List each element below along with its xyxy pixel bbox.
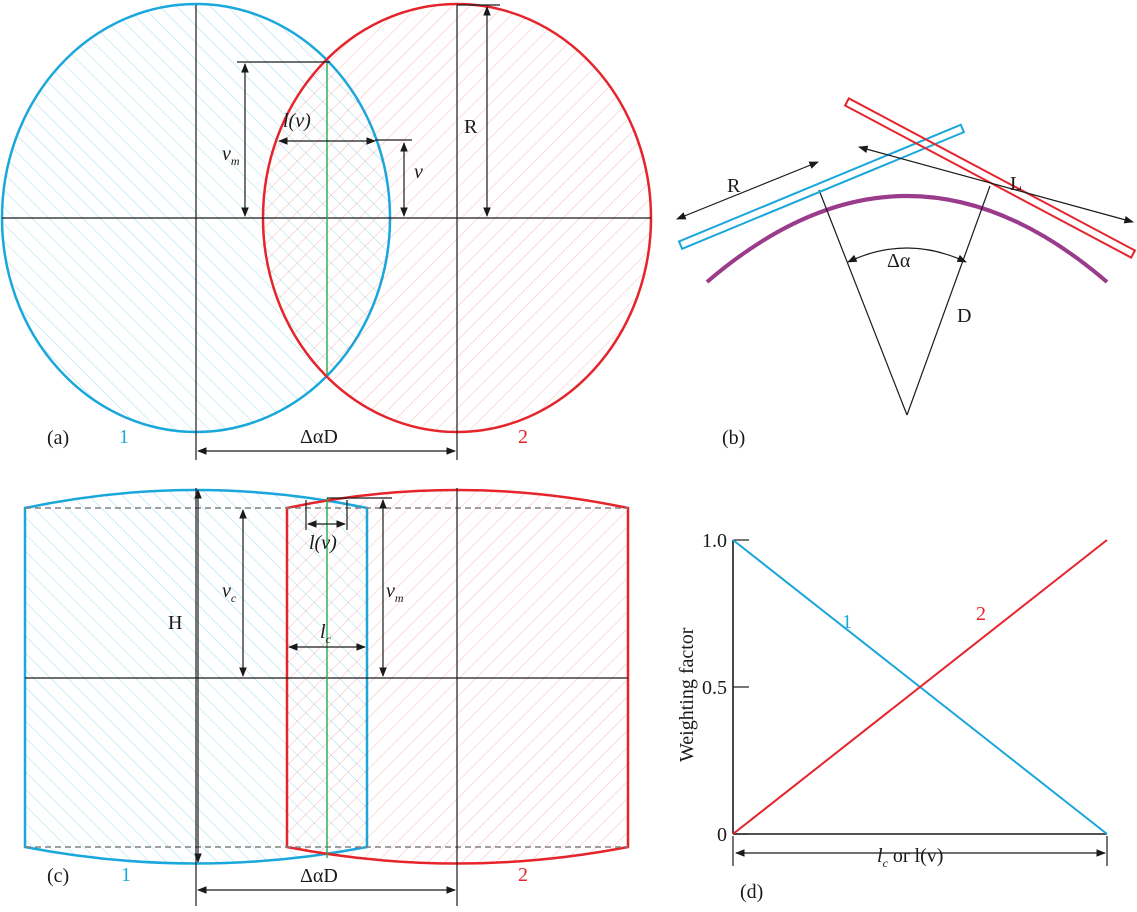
- caption-a: (a): [47, 427, 69, 449]
- vm-label-c: vm: [386, 580, 404, 605]
- series-label-1: 1: [842, 611, 852, 633]
- H-label: H: [168, 612, 182, 634]
- series-line-2: [732, 539, 1108, 835]
- sector-line-left: [818, 189, 908, 416]
- lv-label: l(v): [283, 110, 311, 132]
- lc-label: lc: [320, 621, 332, 646]
- R-label: R: [464, 116, 478, 138]
- caption-c: (c): [47, 865, 69, 887]
- vc-label: vc: [222, 580, 237, 605]
- y-tick-label-1: 0.5: [702, 677, 727, 699]
- sector-line-right: [906, 185, 991, 416]
- D-label: D: [957, 305, 971, 327]
- y-ticks: 0 0.5 1.0: [702, 530, 749, 846]
- panel-b: R L Δα D (b): [676, 97, 1137, 449]
- caption-b: (b): [722, 427, 745, 449]
- L-label: L: [1010, 173, 1022, 195]
- lv-label-c: l(v): [309, 532, 337, 554]
- circle-2-label: 2: [518, 426, 528, 448]
- series-label-2: 2: [976, 603, 986, 625]
- spacing-label-c: ΔαD: [300, 865, 338, 887]
- delta-alpha-label: Δα: [887, 250, 911, 272]
- vm-label: vm: [222, 143, 240, 168]
- v-label: v: [414, 161, 423, 183]
- caption-d: (d): [740, 881, 763, 903]
- strip-2-label: 2: [518, 864, 528, 886]
- strip-1-label: 1: [121, 864, 131, 886]
- y-tick-label-0: 0: [717, 824, 727, 846]
- delta-alpha-arc: [847, 247, 967, 263]
- y-tick-label-2: 1.0: [702, 530, 727, 552]
- red-rod: [843, 97, 1137, 259]
- circle-1-label: 1: [119, 426, 129, 448]
- spacing-label: ΔαD: [300, 426, 338, 448]
- x-axis-label: lc or l(v): [877, 845, 943, 870]
- blue-rod: [677, 123, 966, 251]
- R-label-b: R: [727, 175, 741, 197]
- L-dim-arrow: [858, 145, 1134, 224]
- R-dim-arrow: [676, 161, 819, 220]
- y-axis-label: Weighting factor: [676, 627, 698, 762]
- panel-c: H vc vm l(v) lc ΔαD 1 2 (c): [23, 488, 630, 906]
- panel-a: vm l(v) v R ΔαD 1 2 (a): [0, 2, 653, 460]
